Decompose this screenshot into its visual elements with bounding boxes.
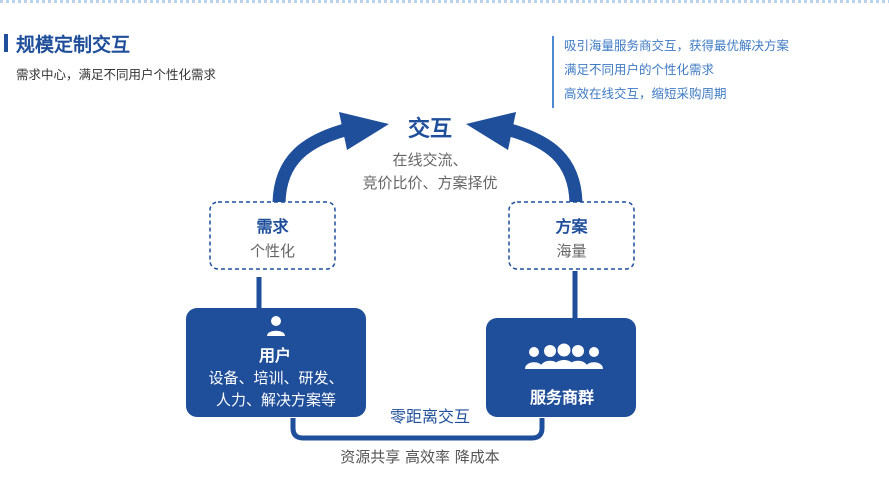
solution-title: 方案 [555, 217, 588, 236]
solution-box [508, 201, 635, 270]
zero-distance-label: 零距离交互 [389, 407, 470, 426]
note-item: 吸引海量服务商交互，获得最优解决方案 [564, 38, 790, 53]
top-dotted-border [0, 0, 889, 3]
center-line-2: 竞价比价、方案择优 [362, 174, 498, 192]
page-subtitle: 需求中心，满足不同用户个性化需求 [16, 67, 217, 82]
right-arrowhead [466, 112, 516, 150]
user-line-1: 设备、培训、研发、 [208, 369, 344, 387]
right-arc [501, 121, 583, 204]
left-arc [272, 121, 354, 204]
user-line-2: 人力、解决方案等 [215, 391, 336, 409]
title-accent-bar [4, 34, 8, 52]
note-item: 高效在线交互，缩短采购周期 [564, 86, 727, 101]
user-icon [267, 316, 285, 336]
center-line-1: 在线交流、 [392, 151, 468, 169]
group-icon [525, 343, 603, 369]
user-title: 用户 [258, 346, 291, 365]
left-arrowhead [339, 112, 389, 150]
page-title: 规模定制交互 [16, 34, 131, 56]
benefits-line: 资源共享 高效率 降成本 [340, 448, 500, 466]
user-box [186, 308, 366, 417]
demand-title: 需求 [256, 217, 289, 236]
demand-box [209, 201, 336, 270]
note-item: 满足不同用户的个性化需求 [564, 62, 715, 77]
demand-sub: 个性化 [249, 242, 295, 260]
provider-title: 服务商群 [529, 388, 594, 407]
center-title: 交互 [407, 117, 452, 142]
benefit-notes: 吸引海量服务商交互，获得最优解决方案 满足不同用户的个性化需求 高效在线交互，缩… [552, 36, 789, 108]
solution-sub: 海量 [556, 242, 587, 260]
bottom-connector [290, 418, 545, 441]
